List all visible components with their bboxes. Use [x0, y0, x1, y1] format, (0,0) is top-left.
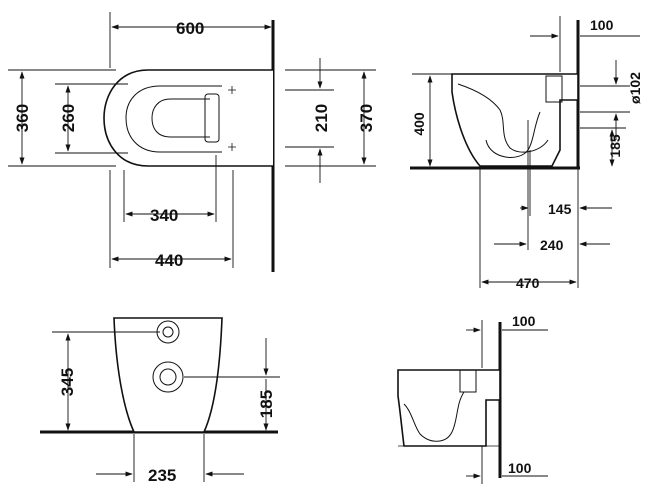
front-bowl-outline	[113, 317, 223, 433]
dim-145: 145	[548, 201, 572, 217]
dim-345: 345	[58, 368, 77, 396]
dim-210: 210	[312, 104, 331, 132]
dim-diameter-102: ø102	[627, 72, 643, 104]
dim-front-185: 185	[257, 390, 276, 418]
dim-side-185: 185	[607, 134, 623, 158]
top-bowl-opening	[151, 98, 210, 138]
dim-260: 260	[59, 104, 78, 132]
top-seat-hinge	[204, 93, 220, 143]
side-view: 100 400 ø102 185 145 240 470	[410, 16, 643, 291]
dim-detail-100-top: 100	[512, 313, 536, 329]
detail-outlet-connector	[459, 369, 477, 393]
dim-side-100: 100	[590, 17, 614, 33]
detail-trap	[403, 391, 465, 442]
outlet-icon	[152, 361, 184, 393]
side-bowl-outline	[451, 73, 579, 167]
front-view: 345 185 235	[40, 317, 280, 485]
top-seat-outline	[125, 85, 222, 153]
dim-340: 340	[150, 206, 178, 225]
dim-235: 235	[148, 466, 176, 485]
dim-detail-100-bottom: 100	[508, 460, 532, 476]
top-view: 600 360 260 210 370 340 440	[8, 12, 376, 272]
dim-370: 370	[357, 104, 376, 132]
detail-bowl-outline	[397, 369, 501, 447]
dim-440: 440	[155, 251, 183, 270]
dim-600: 600	[176, 19, 204, 38]
dim-400: 400	[411, 112, 427, 136]
fixing-point-icon	[228, 86, 236, 151]
side-outlet-connector	[545, 75, 563, 103]
dim-360: 360	[13, 104, 32, 132]
top-bowl-outline	[103, 69, 273, 167]
detail-view: 100 100	[397, 313, 548, 484]
dim-470: 470	[516, 275, 540, 291]
dim-240: 240	[540, 237, 564, 253]
